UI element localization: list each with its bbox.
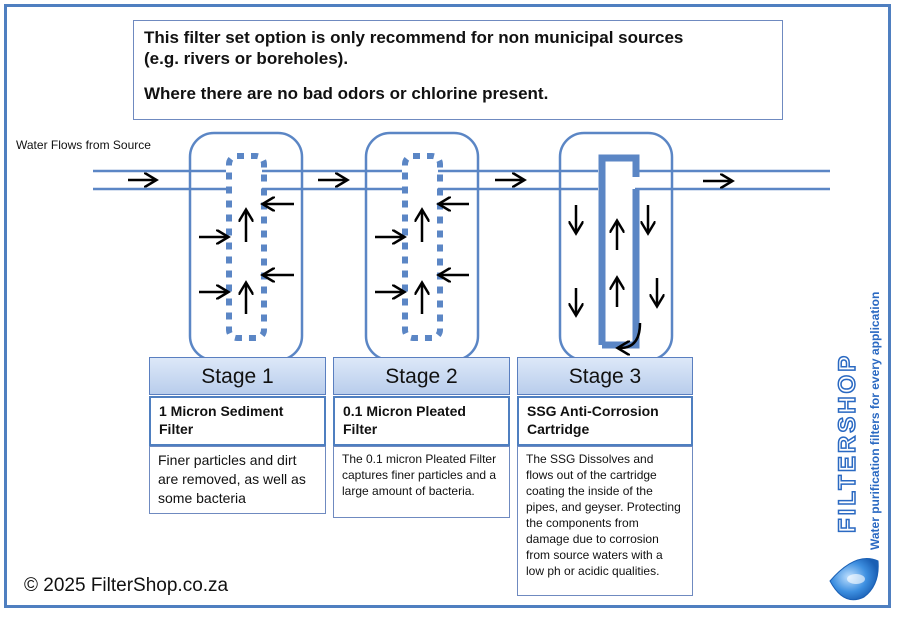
stage-3-description: The SSG Dissolves and flows out of the c… bbox=[517, 446, 693, 596]
water-drop-icon bbox=[829, 558, 879, 601]
brand-tagline: Water purification filters for every app… bbox=[868, 291, 882, 550]
notice-line-3: Where there are no bad odors or chlorine… bbox=[144, 84, 549, 103]
brand-name: FILTERSHOP bbox=[833, 352, 862, 534]
flow-arrow-icon bbox=[128, 180, 730, 348]
flow-label: Water Flows from Source bbox=[16, 138, 151, 152]
notice-line-2: (e.g. rivers or boreholes). bbox=[144, 49, 349, 68]
stage-2-heading: Stage 2 bbox=[333, 357, 510, 395]
cartridge-stage-1 bbox=[226, 153, 267, 341]
stage-1-heading: Stage 1 bbox=[149, 357, 326, 395]
stage-1-name: 1 Micron Sediment Filter bbox=[149, 396, 326, 446]
stage-3-heading: Stage 3 bbox=[517, 357, 693, 395]
stage-1-description: Finer particles and dirt are removed, as… bbox=[149, 446, 326, 514]
stage-2-description: The 0.1 micron Pleated Filter captures f… bbox=[333, 446, 510, 518]
notice-box: This filter set option is only recommend… bbox=[133, 20, 783, 120]
cartridge-stage-2 bbox=[402, 153, 443, 341]
housing-stage-2 bbox=[364, 131, 480, 362]
notice-line-1: This filter set option is only recommend… bbox=[144, 28, 684, 47]
housing-stage-1 bbox=[188, 131, 304, 362]
brand-logo: FILTERSHOP Water purification filters fo… bbox=[829, 250, 896, 601]
stage-2-name: 0.1 Micron Pleated Filter bbox=[333, 396, 510, 446]
stage-3-name: SSG Anti-Corrosion Cartridge bbox=[517, 396, 693, 446]
diagram-frame bbox=[4, 4, 891, 608]
copyright-text: © 2025 FilterShop.co.za bbox=[24, 575, 229, 596]
